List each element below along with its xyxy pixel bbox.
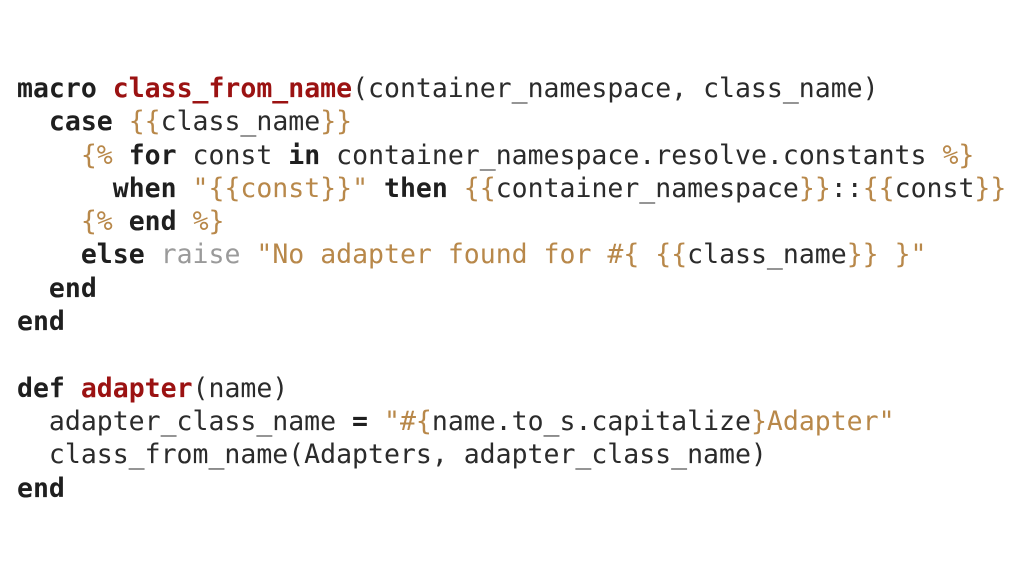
- code-token-plain: ::: [830, 172, 863, 204]
- code-token-plain: [17, 173, 113, 204]
- code-token-kw: macro: [17, 73, 97, 104]
- code-line: macro class_from_name(container_namespac…: [17, 72, 1006, 105]
- code-line: def adapter(name): [17, 372, 1006, 405]
- code-token-tpl: {{: [128, 106, 161, 138]
- code-token-plain: [65, 373, 81, 404]
- code-line: end: [17, 305, 1006, 338]
- code-token-kw: =: [352, 405, 369, 437]
- code-token-plain: [448, 173, 464, 204]
- code-line: class_from_name(Adapters, adapter_class_…: [17, 438, 1006, 471]
- code-token-muted: raise: [160, 239, 241, 271]
- code-token-plain: name.to_s.capitalize: [431, 405, 751, 437]
- code-token-tpl: {%: [80, 206, 113, 238]
- code-token-plain: const: [176, 139, 289, 171]
- code-token-plain: [177, 206, 193, 237]
- code-token-kw: end: [128, 206, 177, 238]
- code-token-tpl: %}: [192, 206, 225, 238]
- code-token-kw: then: [384, 172, 448, 204]
- code-line: {% end %}: [17, 205, 1006, 238]
- code-token-str: "{{const}}": [192, 172, 369, 204]
- code-line: else raise "No adapter found for #{ {{cl…: [17, 238, 1006, 271]
- code-token-plain: [145, 239, 161, 270]
- code-token-tpl: {{: [655, 239, 688, 271]
- code-token-plain: [113, 106, 129, 137]
- code-token-plain: (name): [192, 372, 289, 404]
- code-token-kw: end: [17, 472, 65, 504]
- code-token-plain: (container_namespace, class_name): [352, 73, 879, 104]
- code-line: [17, 338, 1006, 371]
- code-line: when "{{const}}" then {{container_namesp…: [17, 172, 1007, 205]
- code-line: adapter_class_name = "#{name.to_s.capita…: [17, 405, 1006, 438]
- code-token-kw: else: [80, 239, 145, 271]
- code-token-plain: [17, 239, 81, 270]
- code-token-plain: [17, 106, 49, 137]
- code-token-tpl: }}: [974, 172, 1007, 204]
- code-token-plain: [17, 206, 81, 237]
- code-token-kw: for: [128, 139, 177, 171]
- code-token-plain: class_name: [160, 106, 321, 138]
- code-token-plain: class_name: [687, 239, 847, 271]
- code-token-tpl: {{: [463, 172, 496, 204]
- code-token-tpl: }}: [846, 239, 879, 271]
- code-token-fn: class_from_name: [112, 73, 353, 104]
- code-token-plain: [368, 406, 384, 437]
- code-line: end: [17, 272, 1006, 305]
- code-line: end: [17, 472, 1006, 505]
- code-token-tpl: }}: [320, 106, 353, 138]
- code-line: case {{class_name}}: [17, 105, 1006, 138]
- code-token-plain: [113, 140, 129, 171]
- code-token-plain: adapter_class_name: [17, 405, 353, 437]
- code-line: {% for const in container_namespace.reso…: [17, 139, 1006, 172]
- code-token-tpl: %}: [942, 139, 975, 171]
- code-token-tpl: }}: [798, 172, 831, 204]
- code-token-tpl: {{: [862, 172, 895, 204]
- code-token-plain: [17, 273, 49, 304]
- code-token-plain: [97, 73, 113, 104]
- code-token-plain: [368, 173, 384, 204]
- code-token-kw: in: [288, 139, 321, 171]
- code-token-plain: container_namespace: [495, 172, 799, 204]
- code-token-plain: const: [894, 172, 975, 204]
- code-token-plain: class_from_name(Adapters, adapter_class_…: [17, 439, 767, 471]
- code-token-kw: end: [17, 306, 65, 338]
- code-token-str: "No adapter found for #{: [256, 239, 656, 271]
- code-token-kw: def: [17, 372, 65, 404]
- code-token-str: "#{: [383, 405, 432, 437]
- code-token-kw: end: [48, 272, 97, 304]
- code-token-plain: container_namespace.resolve.constants: [320, 139, 943, 171]
- code-token-plain: [240, 239, 256, 270]
- code-token-plain: [113, 206, 129, 237]
- code-token-kw: case: [48, 106, 113, 138]
- code-token-str: }": [878, 239, 927, 271]
- code-token-str: }Adapter": [750, 405, 895, 437]
- code-token-plain: [177, 173, 193, 204]
- code-token-tpl: {%: [80, 139, 113, 171]
- code-token-plain: [17, 140, 81, 171]
- code-token-fn: adapter: [80, 372, 193, 404]
- code-block: macro class_from_name(container_namespac…: [17, 72, 1006, 505]
- code-token-kw: when: [112, 172, 177, 204]
